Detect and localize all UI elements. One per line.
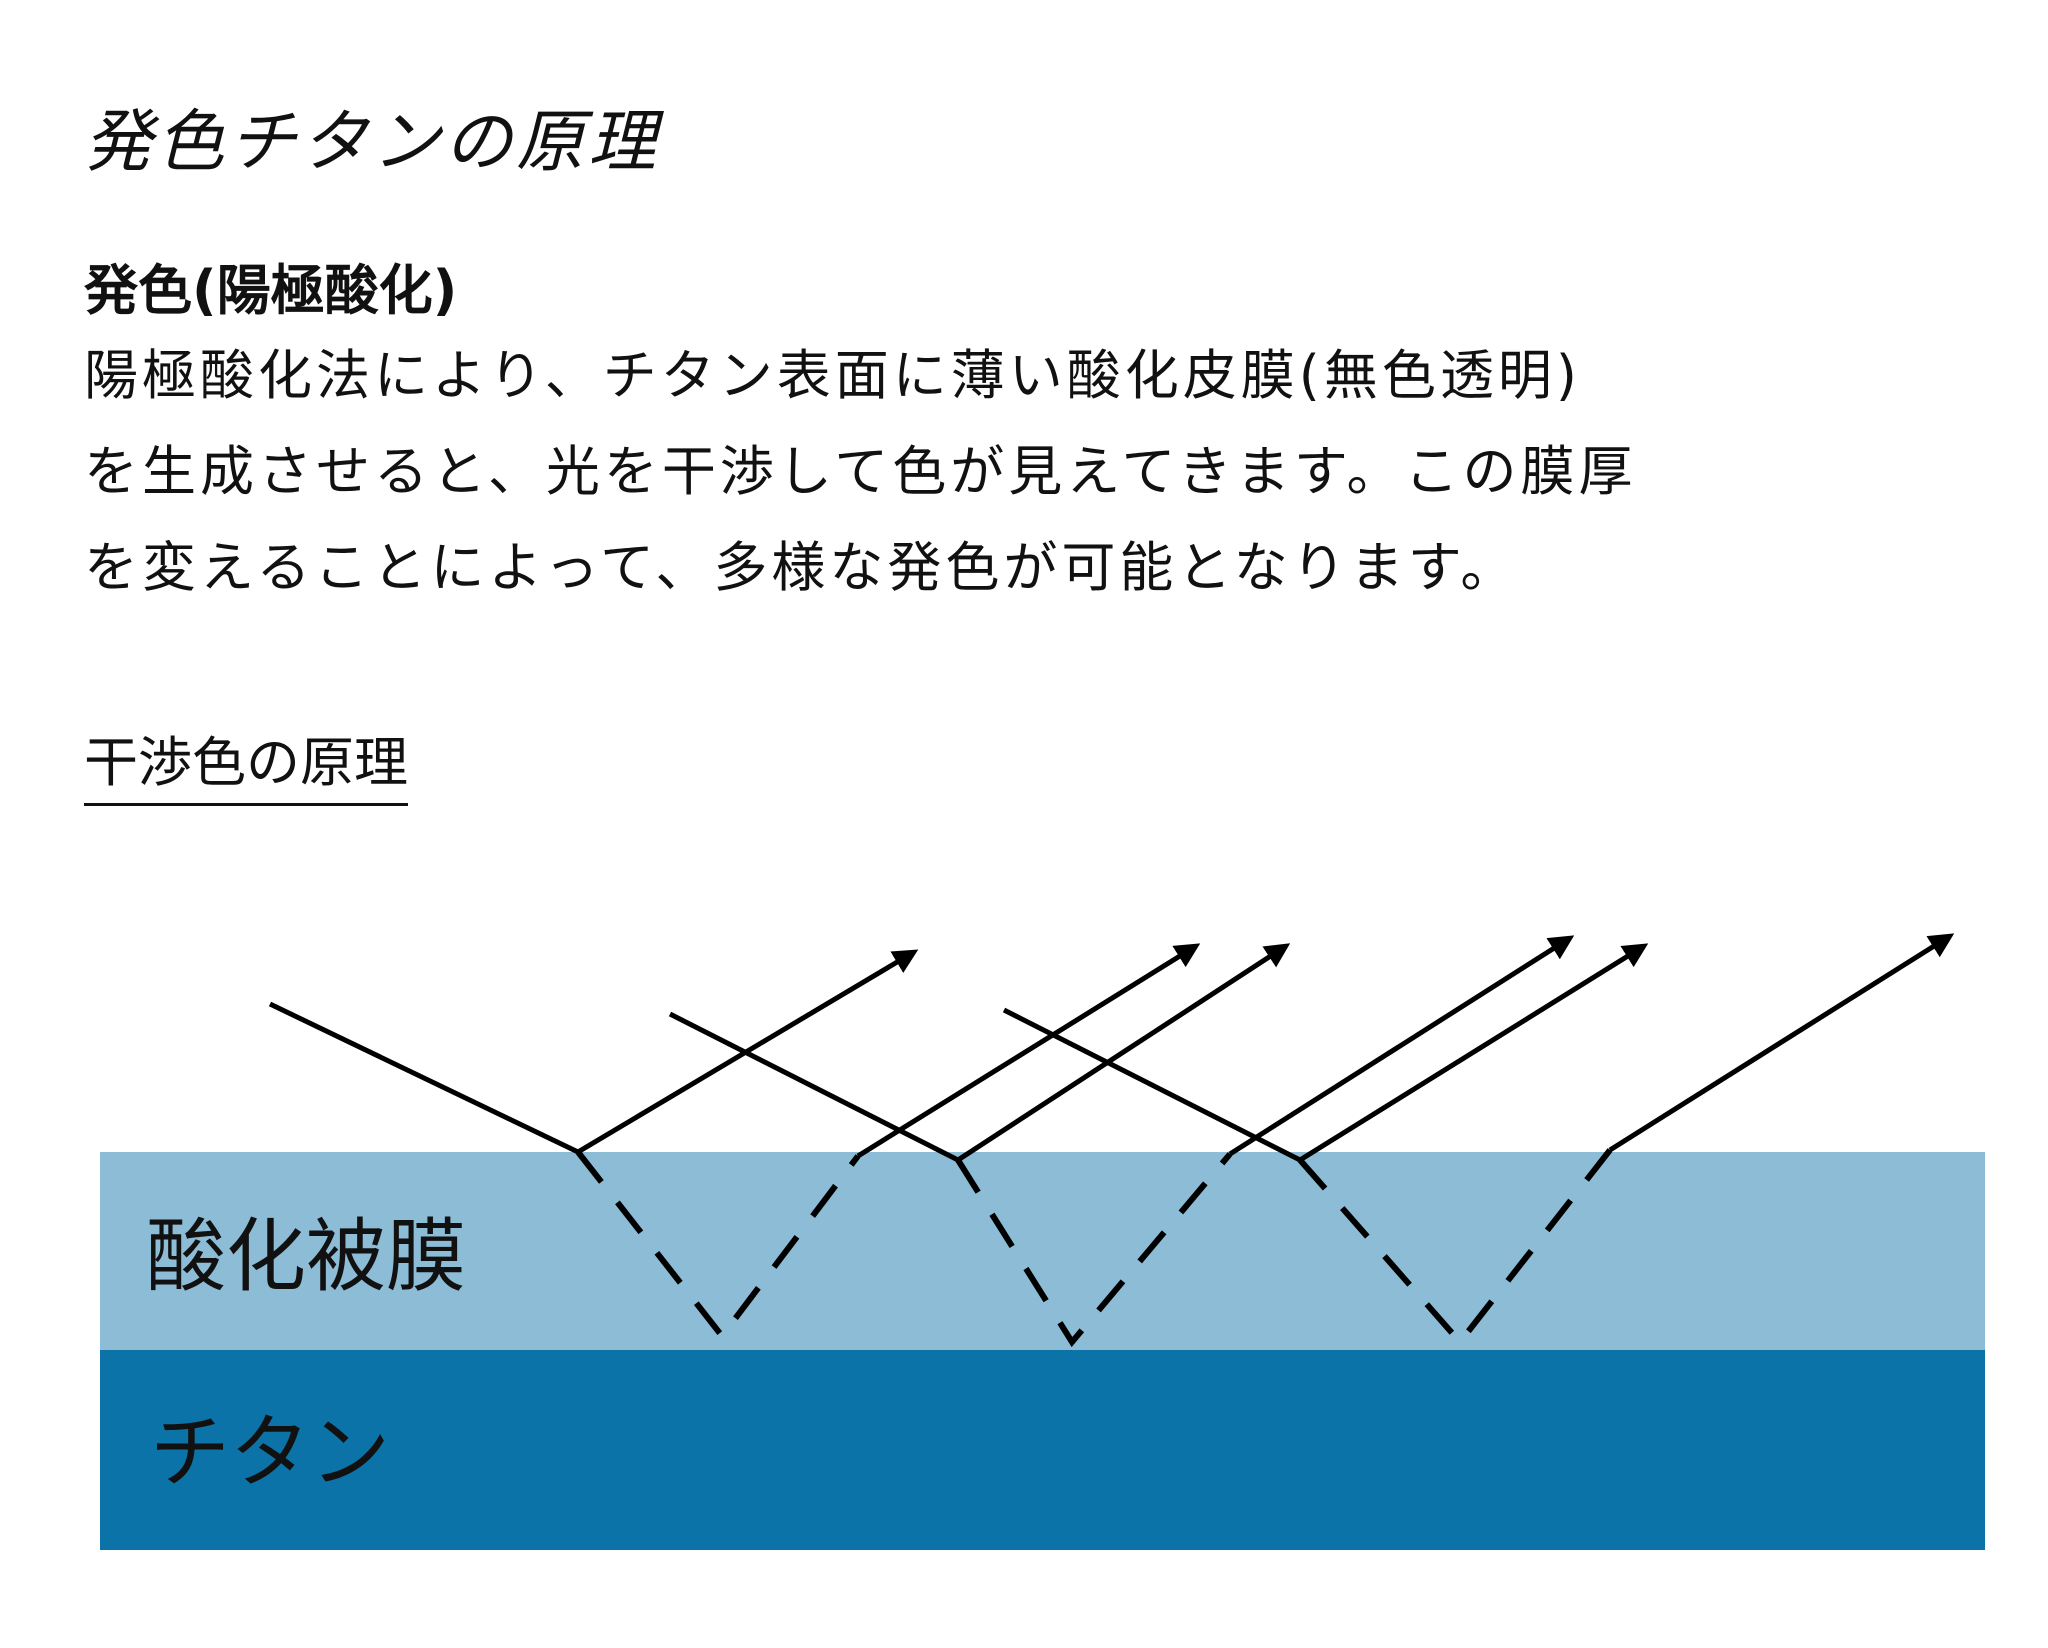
incident-ray-2 [668, 1011, 960, 1163]
sub-heading: 干渉色の原理 [84, 718, 408, 806]
refracted-path-2 [955, 1152, 1233, 1348]
incident-ray-1 [268, 1001, 580, 1155]
reflected-ray-1 [576, 949, 919, 1155]
reflected-ray-3 [956, 943, 1291, 1163]
reflected-ray-2 [856, 943, 1201, 1159]
reflected-ray-4 [1228, 935, 1575, 1157]
body-line-1: 陽極酸化法により、チタン表面に薄い酸化皮膜(無色透明) [84, 344, 1581, 407]
titanium-layer-label: チタン [150, 1406, 390, 1499]
refracted-path-1 [575, 1150, 861, 1341]
oxide-layer-label: 酸化被膜 [146, 1210, 466, 1303]
reflected-rays [576, 933, 1955, 1163]
refracted-rays [575, 1148, 1613, 1348]
titanium-layer [100, 1350, 1985, 1550]
refracted-path-3 [1297, 1148, 1613, 1347]
body-line-3: を変えることによって、多様な発色が可能となります。 [84, 536, 1519, 599]
page-title: 発色チタンの原理 [84, 103, 661, 182]
reflected-ray-5 [1298, 943, 1649, 1163]
body-paragraph: 陽極酸化法により、チタン表面に薄い酸化皮膜(無色透明) を生成させると、光を干渉… [84, 328, 1964, 616]
section-heading: 発色(陽極酸化) [84, 259, 458, 322]
body-line-2: を生成させると、光を干渉して色が見えてきます。この膜厚 [84, 440, 1637, 503]
reflected-ray-6 [1608, 933, 1955, 1153]
oxide-layer [100, 1152, 1985, 1350]
